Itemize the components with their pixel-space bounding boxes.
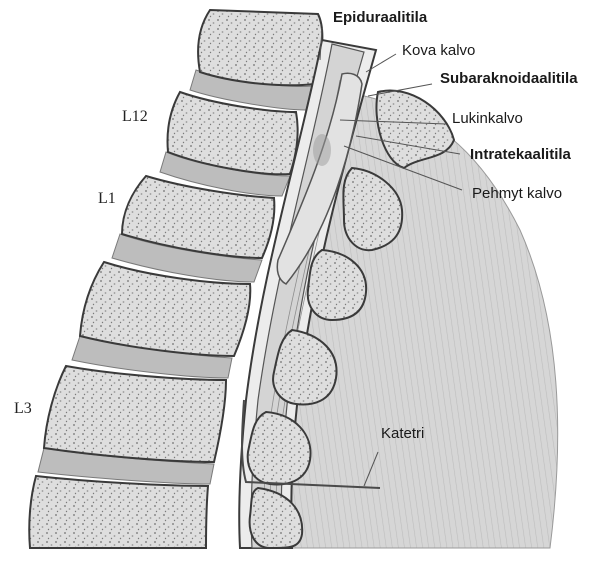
label-pia-mater: Pehmyt kalvo: [472, 185, 562, 202]
label-arachnoid: Lukinkalvo: [452, 110, 523, 127]
label-dura-mater: Kova kalvo: [402, 42, 475, 59]
label-intrathecal-space: Intratekaalitila: [470, 146, 571, 163]
label-catheter: Katetri: [381, 425, 424, 442]
label-epidural-space: Epiduraalitila: [333, 9, 427, 26]
vertebra-l4: [29, 476, 208, 548]
level-label-l12: L12: [122, 108, 148, 126]
level-label-l1: L1: [98, 190, 116, 208]
cord-shading: [313, 134, 331, 166]
vertebra-top: [198, 10, 322, 85]
level-label-l3: L3: [14, 400, 32, 418]
label-subarachnoid-space: Subaraknoidaalitila: [440, 70, 578, 87]
vertebra-l3: [44, 366, 226, 462]
